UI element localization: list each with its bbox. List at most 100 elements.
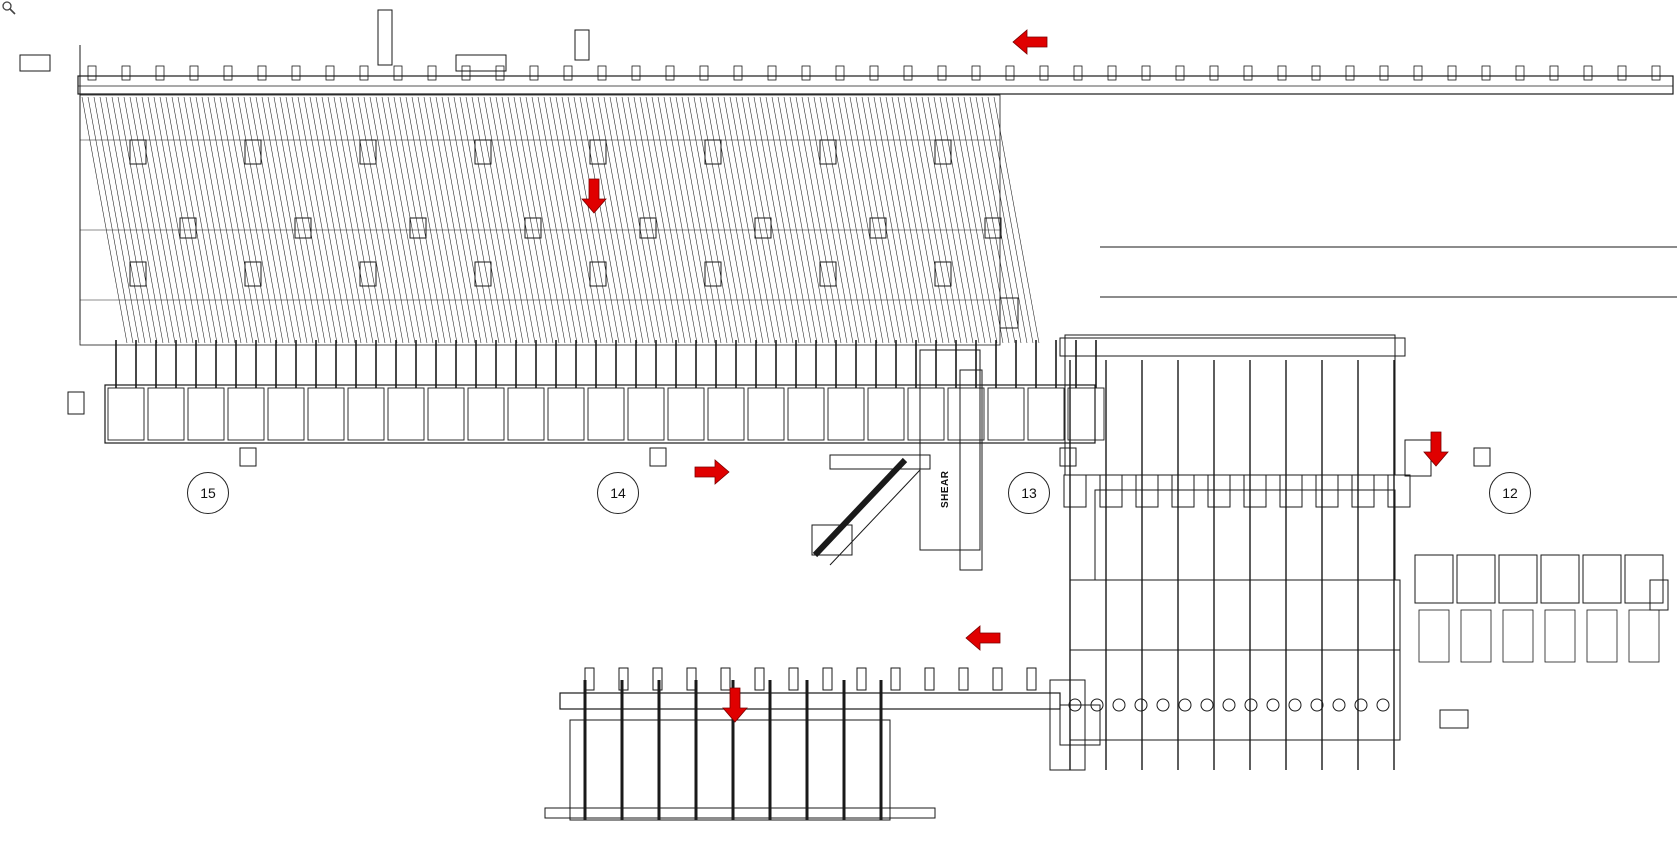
station-12-top-bar	[1059, 337, 1406, 357]
bed-slat	[867, 96, 914, 344]
drive-motor	[1439, 709, 1469, 729]
top-roller-post	[835, 65, 845, 81]
bed-slat	[411, 96, 458, 344]
top-roller-post	[1141, 65, 1151, 81]
bed-slat	[513, 96, 560, 344]
bed-slat	[849, 96, 896, 344]
top-roller-post	[1651, 65, 1661, 81]
bed-clamp	[179, 217, 197, 239]
bed-slat	[441, 96, 488, 344]
top-roller-post	[1005, 65, 1015, 81]
top-roller-post	[461, 65, 471, 81]
outfeed-table-leg	[1628, 609, 1660, 663]
bed-slat	[153, 96, 200, 344]
bed-slat	[951, 96, 998, 344]
bed-slat	[237, 96, 284, 344]
bed-slat	[147, 96, 194, 344]
station-cell	[787, 387, 825, 441]
bed-slat	[879, 96, 926, 344]
bottom-base-rail	[544, 807, 936, 819]
station-cell	[187, 387, 225, 441]
bed-slat	[333, 96, 380, 344]
bed-slat	[969, 96, 1016, 344]
station-cell	[467, 387, 505, 441]
station-12-roller	[1288, 698, 1302, 712]
station-12-right-end	[1404, 439, 1432, 477]
bed-slat	[927, 96, 974, 344]
diagonal-conveyor-head	[811, 524, 853, 556]
bed-slat	[627, 96, 674, 344]
bed-slat	[117, 96, 164, 344]
top-roller-post	[631, 65, 641, 81]
bottom-roller-post	[788, 667, 799, 691]
top-roller-post	[801, 65, 811, 81]
marker-square	[1473, 447, 1491, 467]
top-roller-post	[291, 65, 301, 81]
top-roller-post	[1209, 65, 1219, 81]
bed-slat	[561, 96, 608, 344]
bed-slat	[243, 96, 290, 344]
station-row-frame	[104, 384, 1096, 444]
bed-slat	[453, 96, 500, 344]
bed-slat	[81, 96, 128, 344]
station-12-clamp	[1351, 474, 1375, 508]
diagonal-conveyor	[812, 457, 908, 558]
outfeed-table-leg	[1544, 609, 1576, 663]
bed-clamp	[409, 217, 427, 239]
magnifier-icon[interactable]	[2, 1, 16, 15]
top-roller-post	[699, 65, 709, 81]
bed-clamp	[704, 261, 722, 287]
bed-clamp	[639, 217, 657, 239]
bed-slat	[699, 96, 746, 344]
station-cell	[547, 387, 585, 441]
bed-slat	[855, 96, 902, 344]
bed-slat	[687, 96, 734, 344]
bed-slat	[207, 96, 254, 344]
station-12-roller	[1266, 698, 1280, 712]
station-12-clamp	[1171, 474, 1195, 508]
bed-slat	[759, 96, 806, 344]
bed-slat	[381, 96, 428, 344]
bed-slat	[87, 96, 134, 344]
station-cell	[387, 387, 425, 441]
top-roller-post	[1413, 65, 1423, 81]
bed-clamp	[524, 217, 542, 239]
bed-slat	[651, 96, 698, 344]
bed-slat	[723, 96, 770, 344]
bed-clamp	[984, 217, 1002, 239]
station-cell	[1067, 387, 1105, 441]
flow-arrow	[722, 687, 748, 723]
marker-square	[649, 447, 667, 467]
station-12-roller	[1134, 698, 1148, 712]
bottom-roller-post	[720, 667, 731, 691]
station-12-base-frame	[1069, 649, 1401, 741]
bed-slat	[255, 96, 302, 344]
bed-clamp	[244, 261, 262, 287]
top-roller-post	[1039, 65, 1049, 81]
top-roller-post	[1243, 65, 1253, 81]
bed-slat	[585, 96, 632, 344]
station-12-clamp	[1099, 474, 1123, 508]
top-roller-post	[1481, 65, 1491, 81]
bed-slat	[345, 96, 392, 344]
bed-slat	[285, 96, 332, 344]
bed-clamp	[294, 217, 312, 239]
bed-slat	[657, 96, 704, 344]
station-12-roller	[1222, 698, 1236, 712]
bed-slat	[945, 96, 992, 344]
bed-clamp	[474, 139, 492, 165]
flow-arrow	[1012, 29, 1048, 55]
top-roller-post	[495, 65, 505, 81]
bed-slat	[885, 96, 932, 344]
bottom-transfer-unit	[1049, 679, 1086, 771]
top-roller-post	[1515, 65, 1525, 81]
outfeed-table-leg	[1586, 609, 1618, 663]
station-cell	[1027, 387, 1065, 441]
top-roller-post	[1447, 65, 1457, 81]
flow-arrow	[581, 178, 607, 214]
station-cell	[307, 387, 345, 441]
bed-slat	[921, 96, 968, 344]
flow-arrow	[694, 459, 730, 485]
